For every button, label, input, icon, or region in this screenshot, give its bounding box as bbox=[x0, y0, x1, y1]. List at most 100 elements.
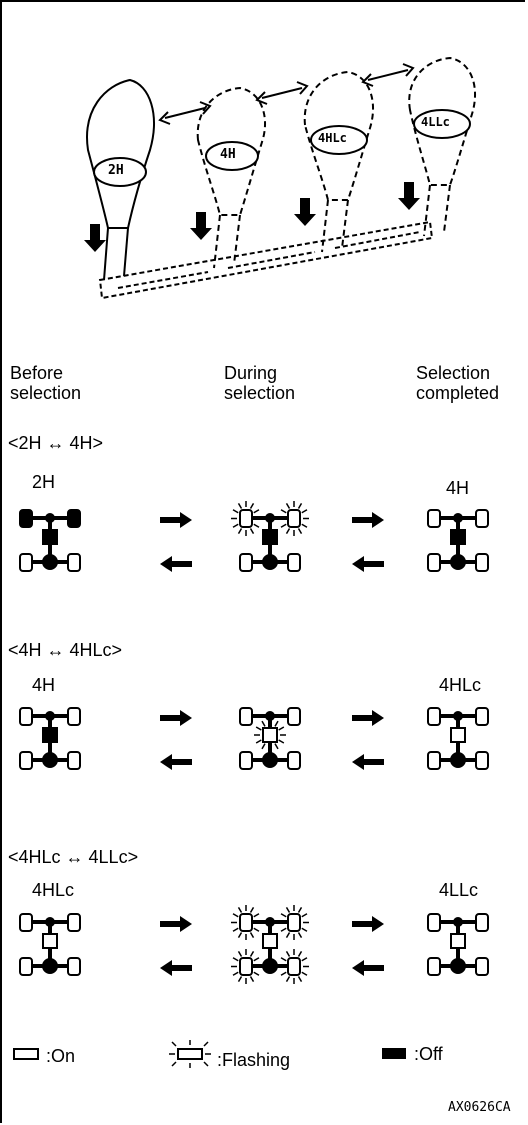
wheel-rl bbox=[239, 751, 253, 770]
state-label-left: 4HLc bbox=[32, 880, 75, 900]
rear-differential bbox=[262, 554, 278, 570]
center-differential bbox=[450, 727, 466, 743]
section-title: <4H ↔ 4HLc> bbox=[8, 640, 123, 660]
shifter-label-2h: 2H bbox=[108, 163, 124, 178]
wheel-rl bbox=[19, 957, 33, 976]
front-differential bbox=[45, 711, 55, 721]
drivetrain-diagram bbox=[19, 707, 81, 770]
shift-lever-illustration bbox=[84, 56, 476, 300]
wheel-rl bbox=[427, 553, 441, 572]
drivetrain-diagram bbox=[427, 707, 489, 770]
rear-differential bbox=[450, 958, 466, 974]
rear-differential bbox=[262, 752, 278, 768]
wheel-fr bbox=[475, 913, 489, 932]
wheel-rl bbox=[427, 957, 441, 976]
state-label-left: 2H bbox=[32, 472, 56, 492]
drivetrain-diagram bbox=[427, 913, 489, 976]
wheel-rr bbox=[67, 553, 81, 572]
wheel-rl bbox=[239, 957, 253, 976]
wheel-fl bbox=[239, 707, 253, 726]
right-arrow bbox=[160, 710, 192, 726]
left-arrow bbox=[160, 754, 192, 770]
left-arrow bbox=[352, 960, 384, 976]
header-selection-completed: Selection completed bbox=[416, 363, 500, 403]
drivetrain-diagram bbox=[239, 707, 301, 770]
shifter-label-4h: 4H bbox=[220, 147, 236, 162]
left-arrow bbox=[352, 556, 384, 572]
wheel-fr bbox=[287, 707, 301, 726]
wheel-fl bbox=[427, 913, 441, 932]
flash-rays bbox=[279, 501, 309, 536]
center-differential bbox=[262, 529, 278, 545]
header-during-selection: During selection bbox=[224, 363, 296, 403]
legend-flashing-label: :Flashing bbox=[217, 1050, 291, 1070]
left-arrow bbox=[160, 960, 192, 976]
legend-flashing-swatch bbox=[169, 1040, 211, 1068]
wheel-rr bbox=[475, 957, 489, 976]
right-arrow bbox=[352, 512, 384, 528]
wheel-fl bbox=[239, 509, 253, 528]
left-arrow bbox=[352, 754, 384, 770]
drivetrain-diagram bbox=[19, 509, 81, 572]
right-arrow bbox=[160, 512, 192, 528]
wheel-fr bbox=[287, 509, 301, 528]
right-arrow bbox=[352, 710, 384, 726]
wheel-rr bbox=[67, 957, 81, 976]
wheel-rl bbox=[19, 751, 33, 770]
wheel-fl bbox=[239, 913, 253, 932]
front-differential bbox=[453, 513, 463, 523]
front-differential bbox=[265, 513, 275, 523]
wheel-rr bbox=[475, 751, 489, 770]
drivetrain-diagram bbox=[231, 905, 309, 984]
center-differential bbox=[262, 933, 278, 949]
wheel-fr bbox=[475, 707, 489, 726]
shifter-label-4llc: 4LLc bbox=[421, 115, 450, 129]
front-differential bbox=[265, 917, 275, 927]
state-label-right: 4LLc bbox=[439, 880, 479, 900]
drivetrain-diagram bbox=[231, 501, 309, 572]
wheel-fr bbox=[67, 509, 81, 528]
figure-code: AX0626CA bbox=[448, 1100, 511, 1115]
rear-differential bbox=[42, 752, 58, 768]
center-differential bbox=[42, 933, 58, 949]
drivetrain-diagram bbox=[427, 509, 489, 572]
section-title: <2H ↔ 4H> bbox=[8, 433, 104, 453]
flash-rays bbox=[279, 949, 309, 984]
wheel-rr bbox=[475, 553, 489, 572]
front-differential bbox=[45, 917, 55, 927]
right-arrow bbox=[352, 916, 384, 932]
legend-off-swatch bbox=[382, 1048, 406, 1059]
rear-differential bbox=[262, 958, 278, 974]
rear-differential bbox=[450, 752, 466, 768]
rear-differential bbox=[42, 958, 58, 974]
wheel-fl bbox=[19, 707, 33, 726]
flash-rays bbox=[254, 719, 286, 751]
wheel-fr bbox=[67, 707, 81, 726]
flash-rays bbox=[231, 501, 261, 536]
flash-rays bbox=[279, 905, 309, 940]
rear-differential bbox=[450, 554, 466, 570]
drivetrain-diagram bbox=[19, 913, 81, 976]
front-differential bbox=[45, 513, 55, 523]
front-differential bbox=[453, 711, 463, 721]
center-differential bbox=[450, 529, 466, 545]
flash-rays bbox=[231, 949, 261, 984]
center-differential bbox=[262, 727, 278, 743]
left-arrow bbox=[160, 556, 192, 572]
state-label-right: 4HLc bbox=[439, 675, 482, 695]
center-differential bbox=[450, 933, 466, 949]
shifter-label-4hlc: 4HLc bbox=[318, 131, 347, 145]
state-label-right: 4H bbox=[446, 478, 470, 498]
center-differential bbox=[42, 529, 58, 545]
wheel-rl bbox=[427, 751, 441, 770]
wheel-fr bbox=[287, 913, 301, 932]
legend-off-label: :Off bbox=[414, 1044, 443, 1064]
wheel-fl bbox=[427, 707, 441, 726]
legend-on-swatch bbox=[13, 1048, 39, 1060]
wheel-rl bbox=[19, 553, 33, 572]
wheel-rr bbox=[287, 751, 301, 770]
wheel-fl bbox=[19, 913, 33, 932]
